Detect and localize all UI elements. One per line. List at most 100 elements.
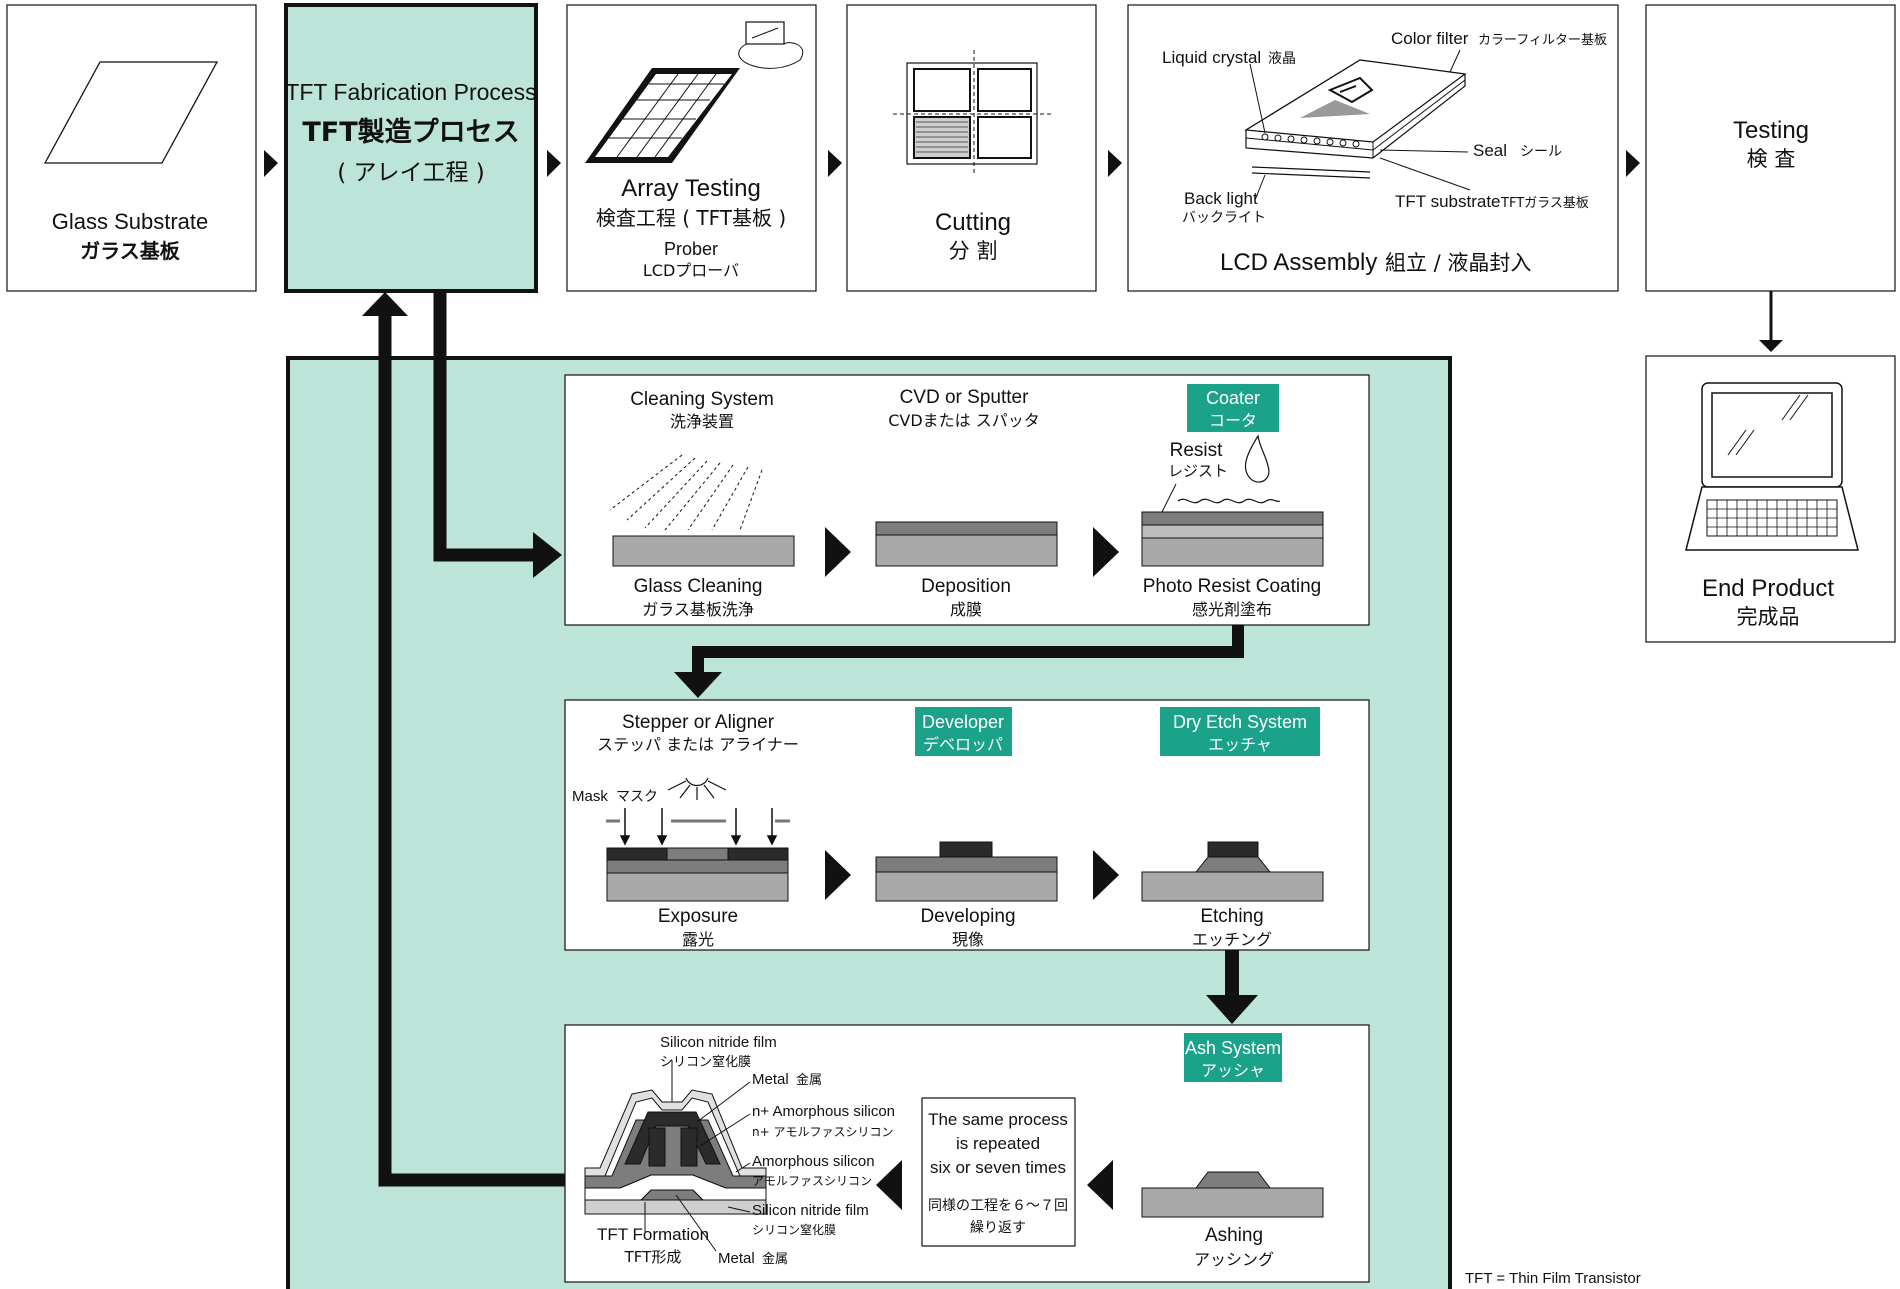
developing-label: Developing	[920, 906, 1015, 927]
entry-connector	[433, 291, 545, 562]
photo-resist-label: Photo Resist Coating	[1143, 576, 1322, 597]
glass-layer	[1141, 537, 1324, 567]
cutting-icon	[893, 50, 1052, 175]
testing-label: Testing	[1733, 117, 1809, 144]
lcd-assembly-label-jp: 組立 / 液晶封入	[1385, 251, 1531, 275]
repeat-note	[921, 1097, 1076, 1247]
step-arrow-icon	[1093, 850, 1119, 900]
lcd-assembly-step: Liquid crystal 液晶 Color filter カラーフィルター基…	[1127, 4, 1619, 292]
seal-label-jp: シール	[1520, 144, 1562, 160]
cutting-step: Cutting 分 割	[846, 4, 1097, 292]
glass-layer	[875, 871, 1058, 902]
metal-bot-label-jp: 金属	[762, 1251, 788, 1267]
cleaning-system-label: Cleaning System	[630, 389, 774, 410]
step-arrow-icon	[1093, 527, 1119, 577]
testing-step: Testing 検 査	[1645, 4, 1896, 292]
annotation-leaders	[644, 1060, 751, 1252]
amorphous-label: Amorphous silicon	[752, 1153, 875, 1170]
liquid-crystal-label: Liquid crystal	[1162, 48, 1261, 67]
tft-formation-label-jp: TFT形成	[624, 1248, 682, 1266]
step-back-arrow-icon	[1087, 1160, 1113, 1210]
metal-top-label-jp: 金属	[796, 1072, 822, 1088]
exposure-label: Exposure	[658, 906, 738, 927]
glass-cleaning-label: Glass Cleaning	[634, 576, 763, 597]
tft-fabrication-label-jp: TFT製造プロセス	[302, 117, 519, 148]
tft-formation-label: TFT Formation	[597, 1225, 709, 1244]
resist-drop-icon	[1244, 434, 1270, 483]
mask-label-jp: マスク	[616, 789, 658, 805]
developing-label-jp: 現像	[952, 930, 984, 949]
glass-substrate-step: Glass Substrate ガラス基板	[6, 4, 257, 292]
si-nitride-top-label: Silicon nitride film	[660, 1034, 777, 1051]
laptop-icon	[1685, 382, 1859, 551]
resist-pattern	[1207, 841, 1259, 858]
glass-substrate-label-jp: ガラス基板	[80, 239, 181, 263]
array-testing-step: Array Testing 検査工程 ( TFT基板 ) Prober LCDプ…	[566, 4, 817, 292]
deposited-layer	[875, 856, 1058, 873]
return-connector	[378, 310, 576, 1187]
array-testing-label: Array Testing	[621, 175, 761, 202]
repeat-note-jp2: 繰り返す	[970, 1220, 1026, 1236]
n-amorphous-label: n+ Amorphous silicon	[752, 1103, 895, 1120]
flow-arrow-icon	[1108, 150, 1122, 177]
etched-layer	[1194, 856, 1272, 873]
photo-resist-label-jp: 感光剤塗布	[1192, 600, 1272, 619]
si-nitride-top-label-jp: シリコン窒化膜	[660, 1054, 751, 1070]
testing-label-jp: 検 査	[1747, 147, 1796, 171]
step-back-arrow-icon	[876, 1160, 902, 1210]
end-product-label-jp: 完成品	[1737, 605, 1800, 629]
dry-etch-label: Dry Etch System	[1173, 712, 1307, 732]
dry-etch-label-jp: エッチャ	[1208, 735, 1272, 754]
resist-label: Resist	[1170, 440, 1224, 461]
down-arrow-icon	[674, 672, 722, 698]
cvd-sputter-label: CVD or Sputter	[900, 387, 1029, 408]
deposited-layer	[1141, 524, 1324, 539]
glass-cleaning-label-jp: ガラス基板洗浄	[642, 600, 754, 619]
lcd-assembly-label: LCD Assembly	[1220, 249, 1377, 276]
flow-arrow-icon	[547, 150, 561, 177]
coater-label-jp: コータ	[1209, 411, 1257, 430]
return-arrow-icon	[362, 292, 408, 316]
coater-badge	[1187, 384, 1279, 432]
glass-substrate-icon	[43, 61, 219, 164]
prober-label: Prober	[664, 239, 718, 259]
liquid-crystal-label-jp: 液晶	[1268, 51, 1296, 67]
back-light-label-jp: バックライト	[1182, 210, 1266, 226]
etching-label: Etching	[1200, 906, 1263, 927]
glass-substrate-label: Glass Substrate	[52, 209, 209, 234]
repeat-note-line1: The same process	[928, 1110, 1068, 1129]
resist-label-jp: レジスト	[1168, 462, 1228, 480]
tft-fabrication-sublabel-jp: ( アレイ工程 )	[337, 160, 485, 186]
ash-system-label: Ash System	[1185, 1038, 1281, 1058]
coater-label: Coater	[1206, 388, 1260, 408]
si-nitride-bot-label-jp: シリコン窒化膜	[752, 1222, 836, 1237]
etching-label-jp: エッチング	[1192, 930, 1272, 949]
glass-layer	[875, 534, 1058, 567]
developer-label-jp: デベロッパ	[923, 735, 1003, 754]
deposited-layer	[875, 521, 1058, 536]
cutting-label: Cutting	[935, 209, 1011, 236]
end-product-label: End Product	[1702, 575, 1834, 602]
step-arrow-icon	[825, 527, 851, 577]
footnote: TFT = Thin Film Transistor	[1465, 1270, 1641, 1287]
flow-arrow-icon	[264, 150, 278, 177]
tft-cross-section-icon	[584, 1089, 767, 1215]
deposited-layer	[606, 859, 789, 874]
glass-layer	[606, 872, 789, 902]
cvd-sputter-label-jp: CVDまたは スパッタ	[888, 411, 1040, 430]
back-light-label: Back light	[1184, 189, 1258, 208]
tft-substrate-label: TFT substrate	[1395, 192, 1501, 211]
glass-layer	[1141, 1187, 1324, 1218]
exposure-label-jp: 露光	[682, 930, 714, 949]
metal-top-label: Metal	[752, 1071, 789, 1088]
deposition-label: Deposition	[921, 576, 1011, 597]
step-arrow-icon	[825, 850, 851, 900]
ash-system-badge	[1184, 1033, 1282, 1082]
stepper-label-jp: ステッパ または アライナー	[597, 735, 799, 754]
ash-system-label-jp: アッシャ	[1201, 1061, 1265, 1080]
developer-label: Developer	[922, 712, 1004, 732]
amorphous-label-jp: アモルファスシリコン	[752, 1174, 872, 1188]
repeat-note-line2: is repeated	[956, 1134, 1040, 1153]
mask-label: Mask	[572, 788, 608, 805]
ashing-label-jp: アッシング	[1194, 1250, 1274, 1269]
